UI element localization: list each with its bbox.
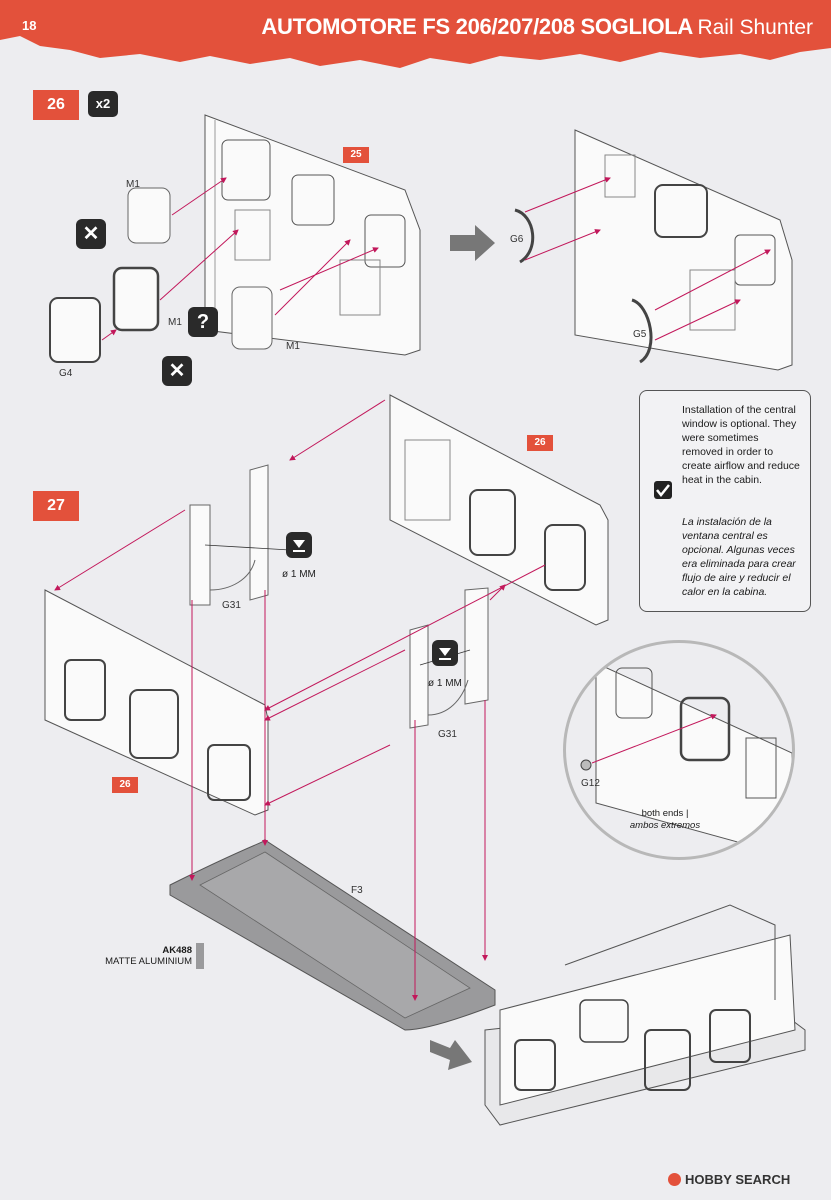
page-number: 18 <box>22 18 37 33</box>
side-panel-step26-result <box>574 129 793 371</box>
title-bold: AUTOMOTORE FS 206/207/208 SOGLIOLA <box>261 14 693 39</box>
question-icon: ? <box>188 307 218 337</box>
part-label-m1: M1 <box>286 341 300 352</box>
part-g6 <box>514 208 535 264</box>
window-g4 <box>49 297 101 363</box>
quantity-badge: x2 <box>88 91 118 117</box>
part-label-m1: M1 <box>126 179 140 190</box>
lower-panel-step27 <box>44 589 269 816</box>
detail-caption-en: both ends | <box>641 808 689 819</box>
part-g5 <box>631 298 653 364</box>
assembled-cabin <box>484 904 806 1126</box>
optional-window-note: Installation of the central window is op… <box>639 390 811 612</box>
page-header: 18 AUTOMOTORE FS 206/207/208 SOGLIOLA Ra… <box>0 0 831 70</box>
header-brush-banner <box>0 0 831 68</box>
part-label-g5: G5 <box>633 329 647 340</box>
note-text-en: Installation of the central window is op… <box>682 404 800 486</box>
part-label-g4: G4 <box>59 368 73 379</box>
ref-badge-26: 26 <box>527 435 553 451</box>
upper-panel-step27 <box>389 394 609 626</box>
window-m1-right <box>231 286 273 350</box>
paint-name: MATTE ALUMINIUM <box>105 956 192 967</box>
title-light: Rail Shunter <box>697 16 813 39</box>
detail-caption: both ends | ambos extremos <box>610 808 720 832</box>
detail-caption-es: ambos extremos <box>629 820 701 831</box>
part-label-m1: M1 <box>168 317 182 328</box>
paint-swatch <box>196 943 204 969</box>
part-label-g12: G12 <box>581 778 600 789</box>
window-frame-center <box>112 266 160 332</box>
drill-size-label: ø 1 MM <box>428 678 462 689</box>
checkmark-icon <box>654 481 672 499</box>
ref-badge-26: 26 <box>112 777 138 793</box>
paint-code: AK488 <box>162 945 192 956</box>
logo-text: HOBBY SEARCH <box>685 1172 791 1187</box>
part-label-g31: G31 <box>222 600 241 611</box>
arrow-next-2 <box>430 1040 472 1070</box>
drill-icon <box>286 532 312 558</box>
drill-icon <box>432 640 458 666</box>
page-title: AUTOMOTORE FS 206/207/208 SOGLIOLA Rail … <box>261 14 813 40</box>
arrow-next-1 <box>450 225 495 261</box>
drill-size-label: ø 1 MM <box>282 569 316 580</box>
part-g31-right <box>409 587 489 729</box>
hobby-search-logo: HOBBY SEARCH <box>668 1172 790 1187</box>
note-text-es: La instalación de la ventana central es … <box>682 516 796 598</box>
paint-callout: AK488 MATTE ALUMINIUM <box>100 945 192 967</box>
close-icon: ✕ <box>162 356 192 386</box>
detail-magnifier <box>563 640 795 860</box>
part-g31-left <box>189 464 269 606</box>
window-m1-top <box>127 187 171 244</box>
part-label-g31: G31 <box>438 729 457 740</box>
step-26-badge: 26 <box>33 90 79 120</box>
close-icon: ✕ <box>76 219 106 249</box>
part-label-g6: G6 <box>510 234 524 245</box>
logo-icon <box>668 1173 681 1186</box>
part-label-f3: F3 <box>351 885 363 896</box>
step-27-badge: 27 <box>33 491 79 521</box>
ref-badge-25: 25 <box>343 147 369 163</box>
